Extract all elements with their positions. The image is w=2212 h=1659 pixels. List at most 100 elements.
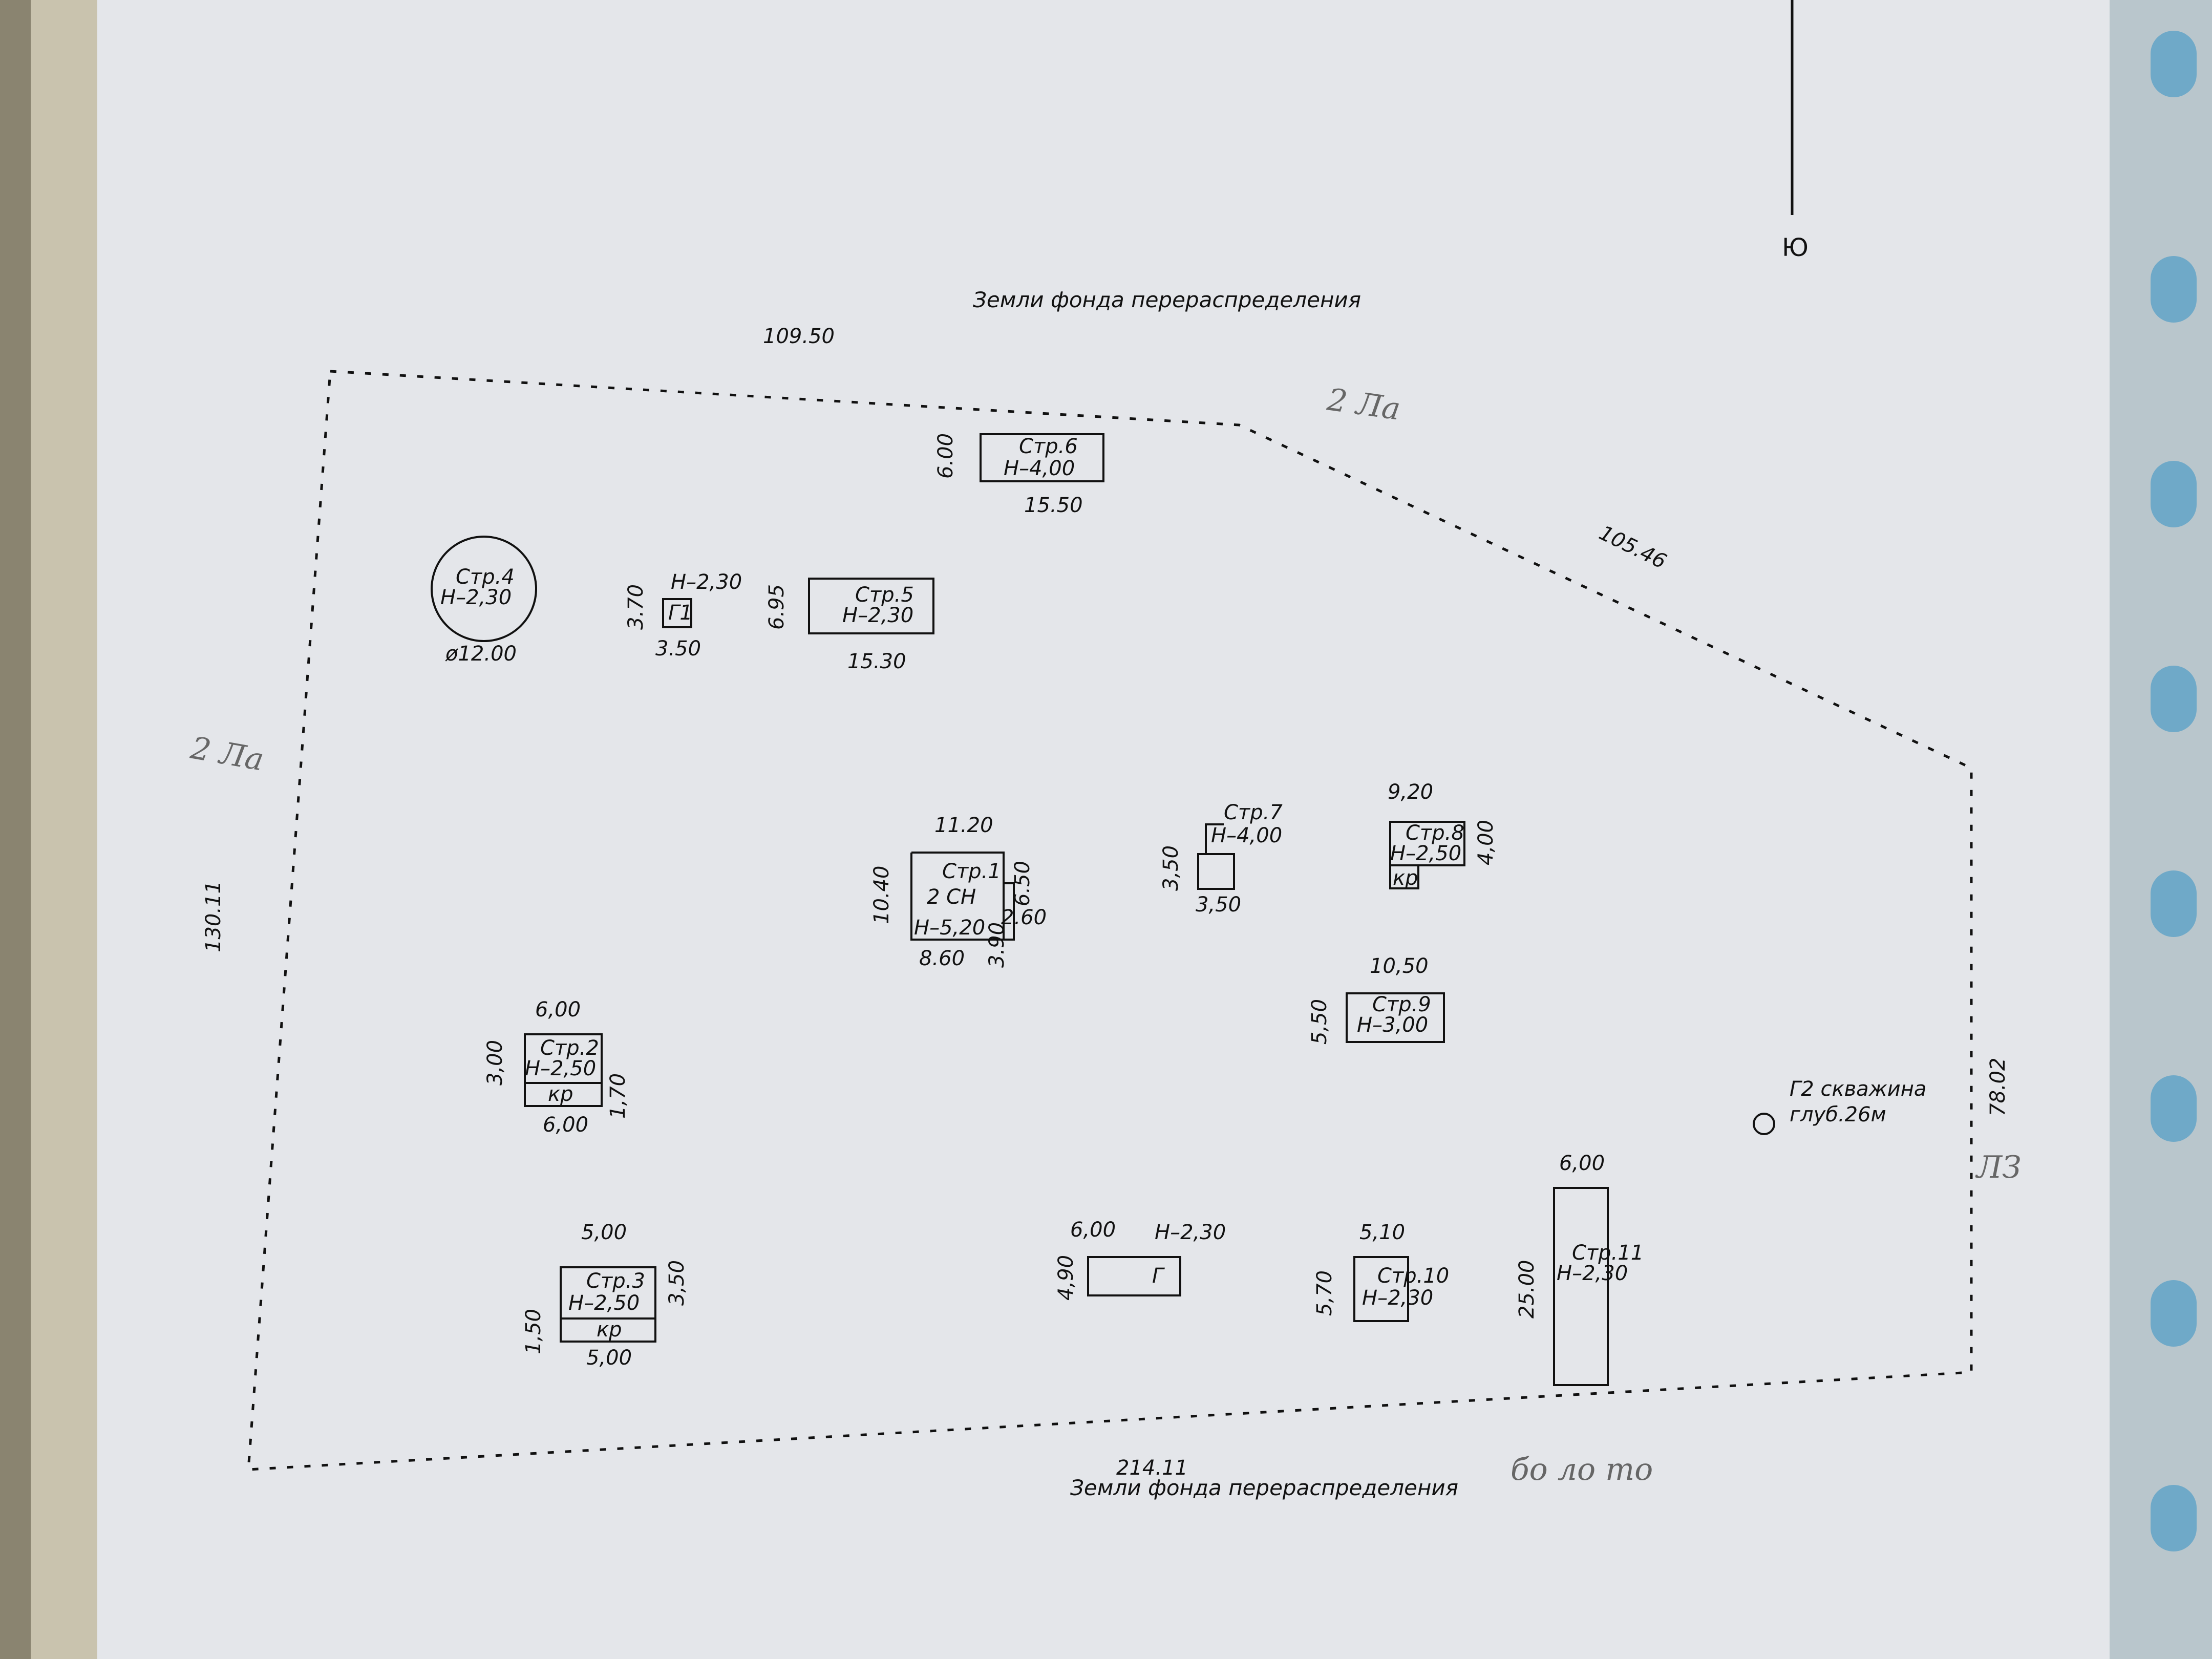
boundary-dim-left: 130.11 — [202, 881, 225, 952]
building-7-width: 3,50 — [1196, 893, 1241, 917]
building-3-depth: 3,50 — [665, 1260, 689, 1306]
building-7-label: Стр.7 — [1224, 801, 1283, 824]
well-label: Г2 скважина — [1790, 1077, 1926, 1101]
building-10-depth: 5,70 — [1313, 1270, 1336, 1316]
building-2-depth: 3,00 — [483, 1040, 507, 1086]
building-6-label: Стр.6 — [1019, 435, 1078, 458]
building-11-label: Стр.11 — [1572, 1241, 1644, 1265]
punch-hole — [2151, 1280, 2197, 1347]
building-4-diameter: ø12.00 — [445, 642, 517, 666]
garage-2-width: 6,00 — [1070, 1218, 1116, 1242]
handwritten-note-left: 2 Ла — [187, 730, 266, 778]
building-2: Стр.2 Н–2,50 кр 6,00 3,00 1,70 6,00 — [483, 998, 630, 1137]
boundary-dim-diagonal: 105.46 — [1596, 521, 1670, 574]
building-8: Стр.8 Н–2,50 кр 9,20 4,00 — [1388, 780, 1498, 890]
south-marker: Ю — [1782, 233, 1809, 262]
building-10: Стр.10 Н–2,30 5,10 5,70 — [1313, 1221, 1449, 1322]
building-11-height: Н–2,30 — [1557, 1262, 1628, 1285]
garage-1-width: 3.50 — [655, 637, 701, 661]
building-6-height: Н–4,00 — [1004, 457, 1075, 480]
building-9-width: 10,50 — [1370, 954, 1429, 978]
building-5-height: Н–2,30 — [842, 604, 913, 627]
punch-hole — [2151, 461, 2197, 527]
building-11-depth: 25.00 — [1515, 1260, 1539, 1318]
handwritten-note-right: ЛЗ — [1975, 1150, 2021, 1185]
punch-hole — [2151, 1485, 2197, 1551]
building-9: Стр.9 Н–3,00 10,50 5,50 — [1308, 954, 1445, 1045]
building-4-label: Стр.4 — [456, 565, 515, 589]
building-1-width: 11.20 — [934, 814, 993, 837]
building-8-depth: 4,00 — [1474, 820, 1498, 865]
punch-hole — [2151, 31, 2197, 97]
garage-1-depth: 3.70 — [624, 584, 648, 630]
building-3-dim-extra: 1,50 — [522, 1309, 545, 1354]
building-5-depth: 6.95 — [765, 584, 789, 630]
punch-hole — [2151, 666, 2197, 732]
building-6-width: 15.50 — [1024, 494, 1083, 517]
building-3-sublabel: кр — [597, 1318, 622, 1342]
building-2-sublabel: кр — [548, 1082, 573, 1106]
well-depth: глуб.26м — [1790, 1103, 1886, 1126]
building-7: Стр.7 Н–4,00 3,50 3,50 — [1159, 801, 1283, 917]
garage-2-height: Н–2,30 — [1155, 1221, 1226, 1244]
building-1-type: 2 СН — [927, 885, 976, 909]
building-8-width: 9,20 — [1388, 780, 1433, 804]
building-11: Стр.11 Н–2,30 6,00 25.00 — [1515, 1152, 1644, 1386]
garage-2: Г 6,00 Н–2,30 4,90 — [1054, 1218, 1226, 1301]
handwritten-note-top: 2 Ла — [1325, 381, 1402, 427]
garage-2-depth: 4,90 — [1054, 1255, 1078, 1301]
building-4: Стр.4 Н–2,30 ø12.00 — [431, 536, 537, 666]
building-7-depth: 3,50 — [1159, 845, 1183, 891]
building-10-label: Стр.10 — [1377, 1264, 1449, 1288]
building-3-height: Н–2,50 — [568, 1291, 640, 1315]
building-11-width: 6,00 — [1559, 1152, 1605, 1175]
boundary-dim-right: 78.02 — [1986, 1057, 2010, 1116]
building-1-dim-d: 8.60 — [919, 947, 965, 970]
building-3-label: Стр.3 — [586, 1269, 645, 1293]
building-1-dim-c: 3.90 — [985, 922, 1009, 968]
punch-hole — [2151, 1075, 2197, 1142]
building-6-depth: 6.00 — [934, 433, 958, 479]
building-4-height: Н–2,30 — [440, 586, 512, 609]
building-1-dim-a: 6.50 — [1011, 861, 1034, 906]
building-5: Стр.5 Н–2,30 15.30 6.95 — [765, 578, 934, 673]
building-1-dim-b: 2.60 — [1001, 906, 1047, 929]
garage-2-label: Г — [1152, 1264, 1165, 1288]
building-3-width-bottom: 5,00 — [586, 1346, 632, 1370]
building-10-height: Н–2,30 — [1362, 1286, 1433, 1310]
punch-hole — [2151, 256, 2197, 323]
building-2-width-bottom: 6,00 — [543, 1113, 588, 1137]
building-6: Стр.6 Н–4,00 15.50 6.00 — [934, 433, 1104, 517]
handwritten-note-bottom: бо ло то — [1511, 1452, 1653, 1487]
building-1: Стр.1 2 СН Н–5,20 11.20 10.40 6.50 2.60 … — [870, 814, 1047, 970]
plot-boundary — [247, 370, 1973, 1471]
boundary-dim-bottom: 214.11 — [1116, 1456, 1188, 1480]
building-2-label: Стр.2 — [540, 1036, 599, 1060]
building-2-height: Н–2,50 — [525, 1057, 596, 1080]
building-7-height: Н–4,00 — [1211, 824, 1282, 847]
building-5-label: Стр.5 — [855, 583, 914, 607]
building-9-depth: 5,50 — [1308, 999, 1331, 1045]
land-label-bottom: Земли фонда перераспределения — [1070, 1475, 1458, 1500]
building-3-width: 5,00 — [581, 1221, 627, 1244]
paper-sheet — [97, 0, 2207, 1659]
punch-hole — [2151, 870, 2197, 937]
building-1-label: Стр.1 — [942, 860, 1001, 883]
boundary-dim-top: 109.50 — [763, 325, 835, 348]
building-10-width: 5,10 — [1359, 1221, 1405, 1244]
building-1-height: Н–5,20 — [914, 916, 985, 940]
building-2-dim-extra: 1,70 — [606, 1073, 630, 1119]
garage-1-height: Н–2,30 — [671, 570, 742, 594]
garage-1: Г1 Н–2,30 3.50 3.70 — [624, 570, 742, 661]
garage-1-label: Г1 — [668, 601, 693, 625]
building-3: Стр.3 Н–2,50 кр 5,00 3,50 1,50 5,00 — [522, 1221, 689, 1370]
building-5-width: 15.30 — [847, 650, 906, 673]
well-icon — [1753, 1113, 1775, 1135]
land-label-top: Земли фонда перераспределения — [973, 287, 1361, 312]
building-2-width: 6,00 — [535, 998, 581, 1022]
building-8-height: Н–2,50 — [1390, 842, 1461, 865]
building-9-label: Стр.9 — [1372, 993, 1431, 1016]
building-9-height: Н–3,00 — [1357, 1013, 1428, 1037]
building-8-sublabel: кр — [1393, 866, 1418, 890]
